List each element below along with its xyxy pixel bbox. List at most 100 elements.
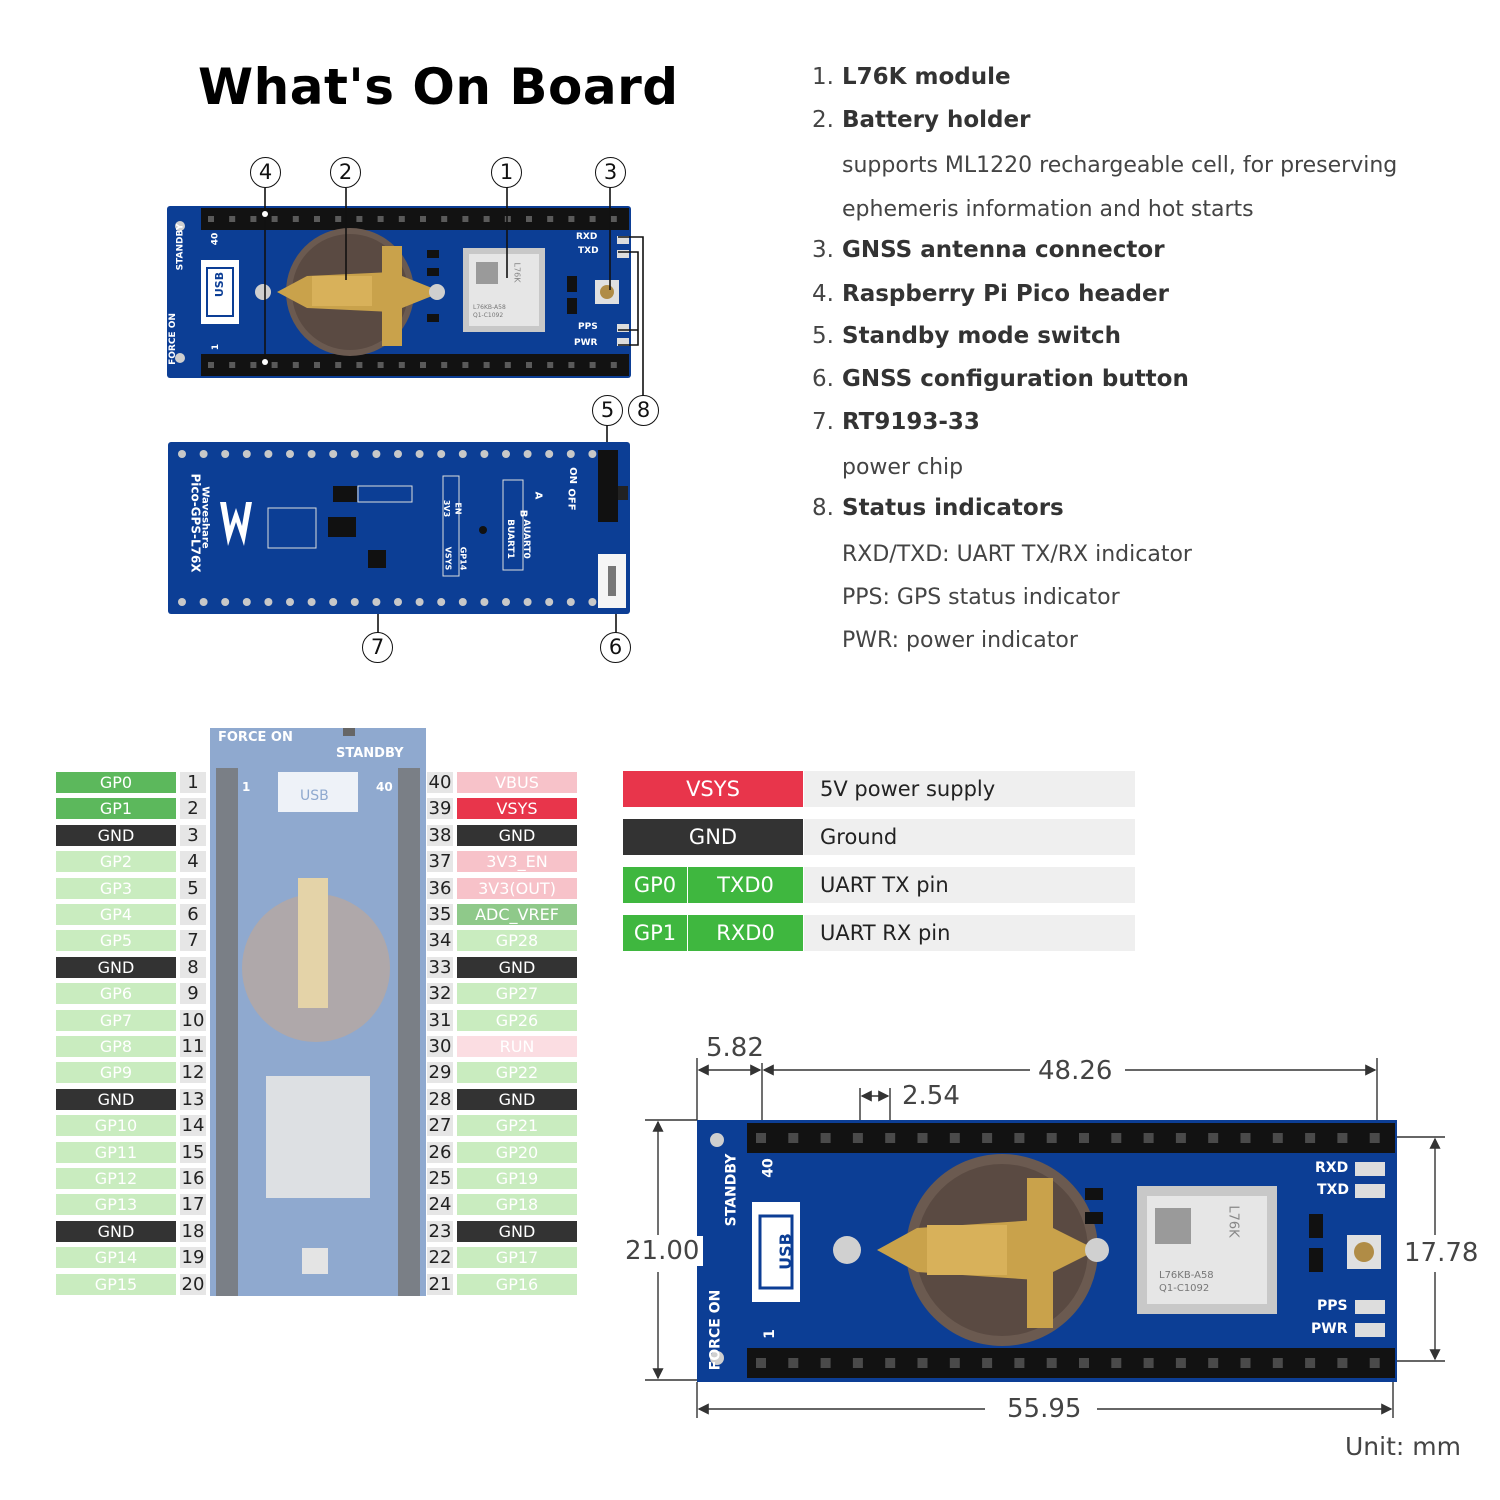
header-pin <box>208 362 214 368</box>
header-pin <box>1337 1133 1348 1143</box>
pin-number: 34 <box>427 930 453 952</box>
header-pin <box>377 362 384 368</box>
header-pin <box>271 362 278 368</box>
header-pin <box>589 362 596 368</box>
pin-number: 15 <box>180 1141 206 1163</box>
header-pin <box>917 1133 928 1143</box>
header-pin <box>547 216 554 222</box>
pin-number: 27 <box>427 1115 453 1137</box>
pin-name: GND <box>457 824 577 846</box>
list-item-desc: supports ML1220 rechargeable cell, for p… <box>842 153 1398 178</box>
header-pin <box>286 450 294 458</box>
header-pin <box>372 598 381 606</box>
dim-module-code: L76KB-A58 <box>1159 1270 1214 1281</box>
pin-number: 23 <box>427 1220 453 1242</box>
header-pin <box>949 1358 960 1368</box>
pin-number: 10 <box>180 1009 206 1031</box>
header-pin <box>314 362 320 368</box>
pin-number: 4 <box>180 851 206 873</box>
en-label: EN <box>453 502 463 515</box>
dimension-board-graphic <box>687 1120 1397 1382</box>
header-pin <box>885 1133 896 1143</box>
callout-2: 2 <box>330 157 361 188</box>
pin-name: GP8 <box>56 1036 176 1057</box>
pin-number: 40 <box>427 772 453 793</box>
header-pin <box>398 216 405 222</box>
header-pin <box>852 1358 863 1368</box>
header-pin <box>982 1133 993 1143</box>
3v3-label: 3V3 <box>442 499 452 518</box>
gp14-label: GP14 <box>458 546 468 571</box>
header-pin <box>307 598 316 606</box>
pin-name: GND <box>56 824 176 846</box>
pinout-pin1-label: 1 <box>242 780 251 794</box>
pin-number: 26 <box>427 1141 453 1163</box>
list-item-desc: power chip <box>842 455 964 480</box>
header-pin <box>350 450 359 458</box>
a-label: A <box>532 491 544 500</box>
header-pin <box>356 362 363 368</box>
header-pin <box>307 450 316 458</box>
callout-1: 1 <box>491 157 522 188</box>
function-pin: VSYS <box>623 771 803 807</box>
header-pin <box>568 362 575 368</box>
list-item: 1.L76K module <box>812 64 1011 90</box>
pin-number: 39 <box>427 798 453 820</box>
pinout-pin40-label: 40 <box>376 780 393 794</box>
dimension-lines <box>645 1058 1445 1418</box>
pin-name: GND <box>457 1220 577 1242</box>
pin-number: 5 <box>180 877 206 899</box>
pin-name: GP12 <box>56 1168 176 1189</box>
header-pin <box>756 1358 766 1368</box>
list-item-desc: PWR: power indicator <box>842 628 1078 653</box>
header-pin <box>441 216 448 222</box>
list-item: 2.Battery holder <box>812 107 1031 133</box>
pin-number: 30 <box>427 1036 453 1057</box>
header-pin <box>329 450 338 458</box>
dim-header-offset: 5.82 <box>702 1033 768 1063</box>
dim-module-code2: Q1-C1092 <box>1159 1283 1210 1294</box>
header-pin <box>502 450 510 458</box>
off-label: OFF <box>565 488 577 511</box>
header-pin <box>420 362 426 368</box>
header-pin <box>458 598 467 606</box>
pin-number: 7 <box>180 930 206 952</box>
header-pin <box>610 362 617 368</box>
header-pin <box>566 450 575 458</box>
list-item: 3.GNSS antenna connector <box>812 237 1165 263</box>
header-pin <box>437 450 446 458</box>
dim-pps-label: PPS <box>1317 1298 1348 1314</box>
header-pin <box>820 1133 831 1143</box>
pin-name: GP28 <box>457 930 577 952</box>
pin-name: GP18 <box>457 1194 577 1216</box>
list-item: 8.Status indicators <box>812 495 1064 521</box>
callout-3: 3 <box>595 157 626 188</box>
header-pin <box>208 216 214 222</box>
on-label: ON <box>566 467 578 484</box>
function-description: 5V power supply <box>804 771 1135 807</box>
header-pin <box>415 450 424 458</box>
header-pin <box>229 362 236 368</box>
pin-number: 38 <box>427 824 453 846</box>
pin-name: GP9 <box>56 1062 176 1084</box>
pin-number: 6 <box>180 904 206 925</box>
header-pin <box>788 1358 799 1368</box>
header-pin <box>242 450 251 458</box>
header-pin <box>462 216 469 222</box>
header-pin <box>264 598 273 606</box>
